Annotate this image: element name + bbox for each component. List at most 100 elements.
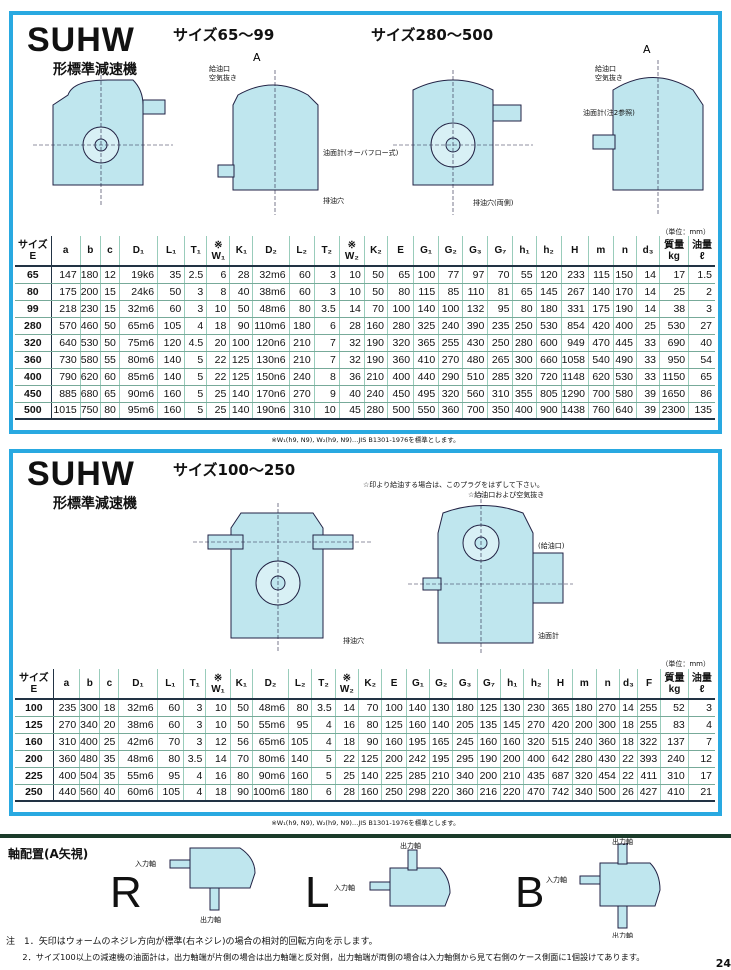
table-cell: 120n6	[252, 334, 290, 352]
column-header: a	[50, 236, 81, 267]
column-header: h₂	[535, 236, 562, 267]
table-cell: 205	[452, 716, 478, 734]
size-cell: 280	[15, 317, 52, 335]
column-header: K₁	[229, 236, 253, 267]
table-cell: 320	[523, 733, 549, 751]
table-cell: 2300	[659, 402, 689, 420]
column-header: 油量 ℓ	[687, 669, 715, 700]
table-cell: 14	[205, 750, 231, 768]
table-cell: 125	[358, 750, 382, 768]
table-cell: 322	[636, 733, 661, 751]
table-cell: 95	[487, 300, 513, 318]
table-cell: 750	[79, 402, 101, 420]
table-cell: 742	[547, 784, 573, 802]
column-header: h₂	[523, 669, 549, 700]
table-cell: 48m6	[252, 300, 290, 318]
table-cell: 4	[311, 716, 336, 734]
table-cell: 8	[313, 368, 340, 386]
table-cell: 22	[618, 767, 638, 785]
table-cell: 25	[659, 283, 689, 301]
table-cell: 4	[687, 716, 715, 734]
table-cell: 22	[206, 351, 230, 369]
table-cell: 28	[229, 266, 253, 284]
column-header: T₂	[311, 669, 336, 700]
table-cell: 145	[500, 716, 524, 734]
column-header: G₇	[476, 669, 501, 700]
arrow-a-label-2: A	[483, 473, 491, 476]
table-cell: 6	[311, 784, 336, 802]
output-shaft-label-b-top: 出力軸	[612, 838, 633, 846]
table-cell: 530	[659, 317, 689, 335]
table-cell: 100	[438, 300, 463, 318]
arrangement-l-body	[389, 867, 451, 907]
table-cell: 33	[635, 351, 660, 369]
column-header: b	[79, 669, 100, 700]
table-cell: 165	[429, 733, 453, 751]
table-cell: 125	[476, 699, 501, 717]
table-cell: 115	[413, 283, 439, 301]
column-header: E	[386, 236, 414, 267]
table-cell: 70	[229, 750, 253, 768]
table-cell: 14	[635, 300, 660, 318]
column-header: H	[547, 669, 573, 700]
oil-inlet-label-large: 給油口	[595, 64, 616, 73]
table-cell: 22	[206, 368, 230, 386]
table-cell: 80	[386, 283, 414, 301]
table-cell: 83	[660, 716, 689, 734]
table-cell: 949	[560, 334, 589, 352]
table-cell: 160	[358, 784, 382, 802]
table-cell: 70	[363, 300, 388, 318]
table-cell: 270	[52, 716, 80, 734]
table-cell: 105	[156, 784, 184, 802]
table-cell: 233	[560, 266, 589, 284]
table-cell: 80m6	[251, 750, 289, 768]
table-cell: 235	[487, 317, 513, 335]
table-cell: 160	[363, 317, 388, 335]
table-cell: 210	[429, 767, 453, 785]
column-header: G₃	[452, 669, 478, 700]
column-header: ※ W₂	[338, 236, 365, 267]
table-cell: 15	[99, 283, 120, 301]
size-cell: 65	[15, 266, 52, 284]
column-header: K₁	[229, 669, 253, 700]
size-cell: 400	[15, 368, 52, 386]
table-cell: 38m6	[252, 283, 290, 301]
table-cell: 170	[612, 283, 637, 301]
table-cell: 427	[636, 784, 661, 802]
input-shaft-label-r: 入力軸	[135, 859, 156, 868]
size-cell: 100	[15, 699, 54, 717]
size-cell: 320	[15, 334, 52, 352]
table-cell: 1015	[50, 402, 81, 420]
arrangement-b-label: B	[515, 868, 545, 917]
table-cell: 530	[612, 368, 637, 386]
table-cell: 105	[288, 733, 312, 751]
table-cell: 3	[184, 283, 207, 301]
drain-label-2: 排油穴	[343, 636, 364, 645]
table-cell: 325	[413, 317, 439, 335]
table-cell: 495	[413, 385, 439, 403]
table-cell: 33	[635, 368, 660, 386]
table-cell: 90	[229, 784, 253, 802]
table-cell: 460	[79, 317, 101, 335]
note-1: 注 1．矢印はウォームのネジレ方向が標準(右ネジレ)の場合の相対的回転方向を示し…	[6, 937, 378, 947]
section-65-500: SUHW 形標準減速機 サイズ65～99 サイズ280～500 給油口 空気抜き…	[9, 11, 722, 434]
table-cell: 50	[229, 300, 253, 318]
table-cell: 200	[500, 750, 524, 768]
table-cell: 140	[587, 283, 614, 301]
table-cell: 200	[572, 716, 597, 734]
table-cell: 5	[184, 351, 207, 369]
table-cell: 1150	[659, 368, 689, 386]
table-cell: 32m6	[118, 300, 158, 318]
table-cell: 147	[50, 266, 81, 284]
table-cell: 132	[462, 300, 488, 318]
table-cell: 5	[311, 750, 336, 768]
table-cell: 7	[687, 733, 715, 751]
table-cell: 320	[512, 368, 537, 386]
column-header: G₂	[438, 236, 463, 267]
table-cell: 400	[512, 402, 537, 420]
unit-label-2: （単位：mm）	[661, 660, 710, 668]
table-cell: 18	[99, 699, 119, 717]
table-cell: 255	[636, 716, 661, 734]
table-cell: 8	[206, 283, 230, 301]
